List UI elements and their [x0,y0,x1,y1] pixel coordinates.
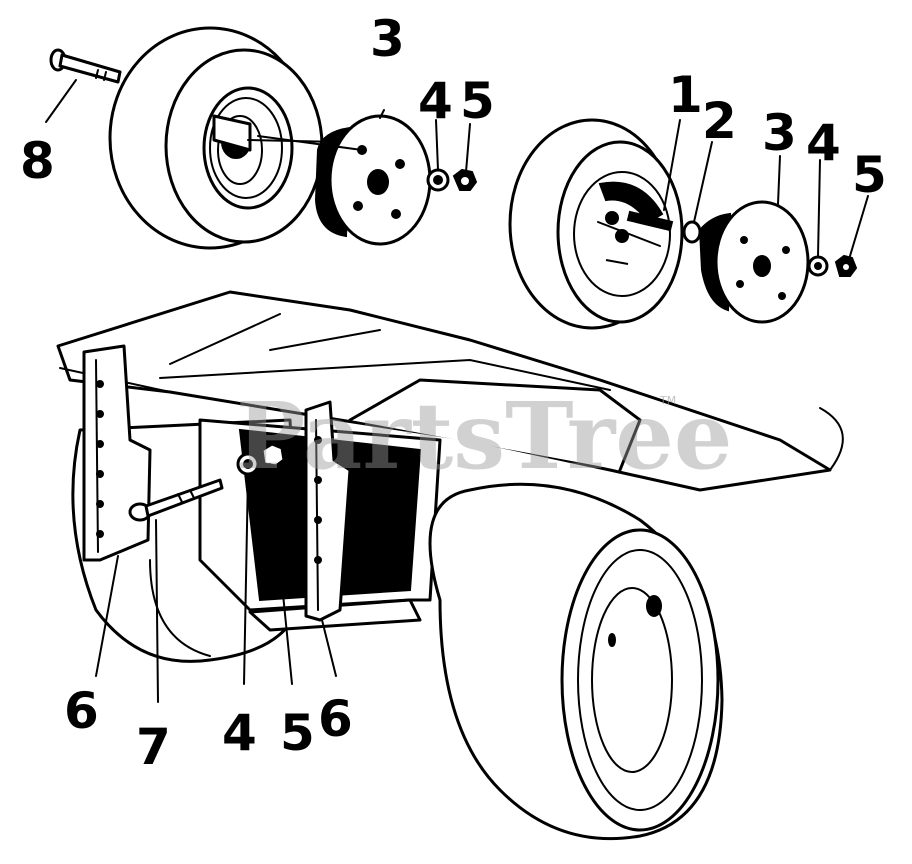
spacer-part-2 [682,220,702,244]
callout-label: 1 [668,66,703,124]
callout-label: 5 [460,72,495,130]
bolt-part-7 [128,478,224,522]
nut-part-5 [452,168,478,191]
callout-label: 5 [852,146,887,204]
callout-label: 4 [806,114,841,172]
callout-label: 3 [370,10,405,68]
callout-label: 8 [20,132,55,190]
chassis-nut-part-5 [260,442,286,468]
right-wheel-assembly [508,118,858,330]
right-washer-part-4 [807,255,829,277]
callout-label: 4 [418,72,453,130]
tractor-chassis [56,290,844,841]
callout-label: 4 [222,704,257,762]
callout-label: 6 [318,690,353,748]
callout-label: 5 [280,704,315,762]
washer-part-4 [426,168,450,192]
bracket-part-6-right [304,400,352,622]
callout-label: 6 [64,682,99,740]
callout-label: 7 [136,718,171,776]
bolt-part-8 [49,48,122,84]
hub-part-3 [247,114,432,246]
callout-label: 2 [702,92,737,150]
left-tire [108,26,324,250]
callout-label: 3 [762,104,797,162]
rear-right-tire [428,482,724,841]
stud-part-1 [626,210,674,232]
right-hub-part-3 [698,200,810,324]
left-wheel-assembly [49,26,478,250]
trademark-mark: TM [659,394,676,407]
leader-lines [45,79,869,703]
callout-labels: 8 3 4 5 1 2 3 4 5 6 7 4 5 6 [20,10,887,776]
watermark-text: PartsTree [236,382,732,490]
fender-deck [56,290,844,492]
right-nut-part-5 [834,254,858,277]
right-tire [508,118,684,330]
